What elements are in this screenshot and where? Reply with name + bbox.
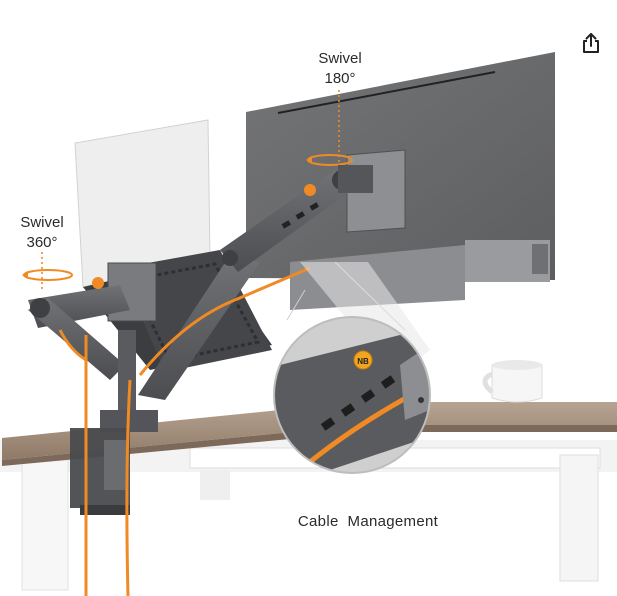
monitor-arm-right: [138, 165, 373, 400]
swivel-180-line1: Swivel: [318, 50, 362, 67]
brand-badge: NB: [353, 350, 373, 370]
cable-management-label: Cable Management: [297, 513, 439, 530]
swivel-180-indicator: [306, 90, 353, 166]
monitor: [246, 52, 555, 310]
swivel-180-line2: 180°: [324, 70, 356, 87]
orange-cables: [58, 266, 311, 596]
desk-top: [2, 402, 617, 460]
share-icon: [583, 33, 599, 53]
swivel-360-line1: Swivel: [20, 214, 64, 231]
desk-clamp: [70, 330, 158, 515]
swivel-360-line2: 360°: [26, 234, 58, 251]
swivel-360-indicator: [22, 252, 73, 290]
monitor-arm-left: [28, 277, 130, 380]
swivel-180-label: Swivel 180°: [300, 49, 380, 89]
cable-management-zoom: [273, 261, 431, 474]
swivel-360-label: Swivel 360°: [2, 213, 82, 253]
share-button[interactable]: [576, 28, 606, 58]
badge-text: NB: [357, 357, 369, 366]
coffee-mug: [482, 360, 543, 403]
